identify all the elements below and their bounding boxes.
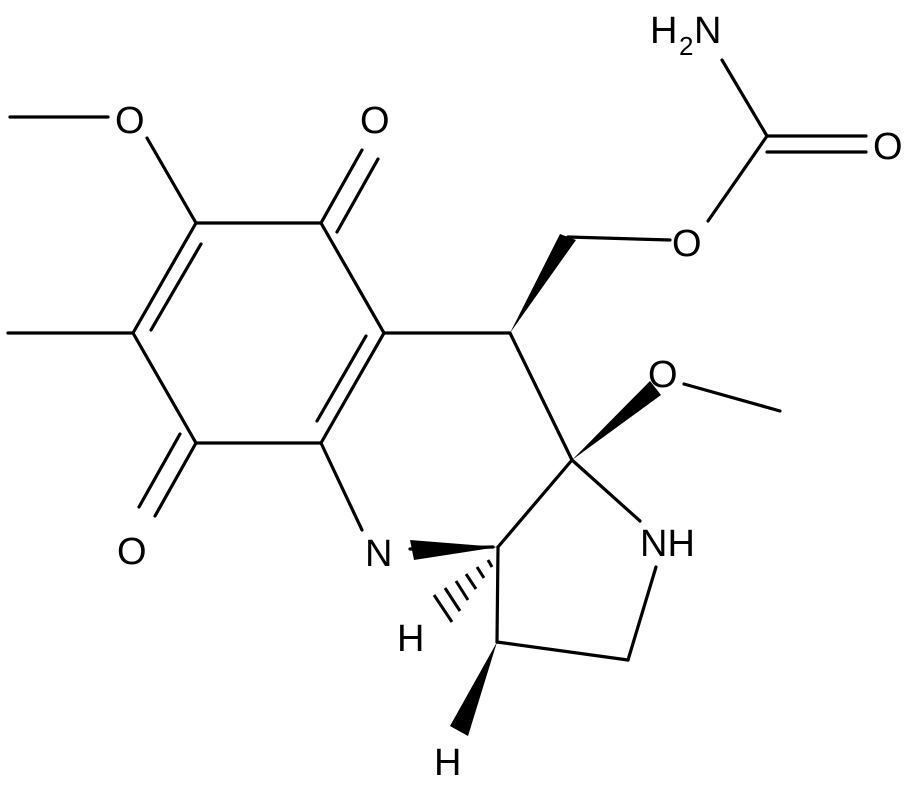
bond-o-left-c1	[145, 136, 198, 225]
bond-c4-n-aziridine	[319, 441, 364, 532]
bond-c5-o-bottom-a	[153, 441, 198, 518]
bond-c2-o-top-a	[319, 148, 364, 225]
bond-c9a-c1	[496, 458, 574, 549]
atom-label-quinone-bottom-o: O	[117, 531, 147, 573]
bond-c9-c9a	[508, 331, 574, 462]
atom-label-h-upper: H	[397, 618, 424, 660]
atom-label-carbamate-o: O	[873, 126, 903, 168]
bond-c9a-nh	[570, 458, 642, 523]
bond-c3-c4	[319, 331, 386, 445]
bond-c2-o-top-b	[335, 157, 380, 234]
hash-c1-h-upper	[432, 559, 494, 623]
atom-labels: H 2 N O O O O O O N NH H H	[115, 10, 903, 784]
atom-label-ester-o: O	[672, 223, 702, 265]
bond-c2-c3	[319, 221, 386, 335]
bond-o-ester-carbamate-c	[706, 134, 769, 223]
stereo-bonds	[410, 234, 661, 736]
bond-nh-ch2	[626, 565, 658, 662]
bond-c5-o-bottom-b	[137, 432, 182, 509]
bond-c5-c6	[131, 331, 198, 445]
atom-label-h-lower: H	[434, 742, 461, 784]
bond-ch2-c2	[495, 640, 630, 662]
atom-label-quinone-top-o: O	[360, 100, 390, 142]
wedge-c2-h-lower	[450, 642, 497, 736]
bond-c3-c4-double	[315, 334, 368, 423]
atom-label-h2n-subscript: 2	[679, 31, 693, 61]
bond-c6-c1	[131, 221, 198, 335]
bond-o-right-methyl	[682, 382, 782, 413]
atom-label-ring-nh: NH	[640, 523, 695, 565]
atom-label-methoxy-left-o: O	[115, 100, 145, 142]
wedge-c9-ch2	[510, 234, 576, 333]
atom-label-h2n-n: N	[694, 10, 721, 52]
atom-label-aziridine-n: N	[365, 533, 392, 575]
bond-c1-c6-double	[149, 242, 203, 332]
bond-carbamate-c-n	[720, 58, 769, 138]
wedge-c9a-o-methoxy	[572, 381, 661, 460]
wedge-c1-n-aziridine	[410, 540, 498, 560]
bond-c1-c2-aziridine	[495, 545, 500, 644]
bond-ch2-o-ester	[566, 235, 672, 242]
atom-label-h2n-h: H	[650, 10, 677, 52]
atom-label-methoxy-right-o: O	[648, 354, 678, 396]
